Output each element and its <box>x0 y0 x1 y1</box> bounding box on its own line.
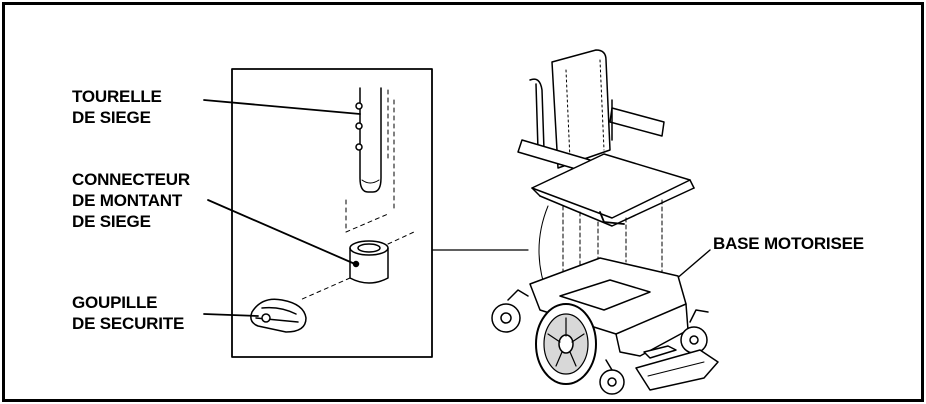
leader-seat-post-connector <box>207 199 356 265</box>
power-base-drawing <box>491 257 719 395</box>
safety-pin-drawing <box>250 298 307 333</box>
leader-seat-turret <box>203 99 361 115</box>
label-line: GOUPILLE <box>72 293 158 312</box>
label-line: DE SIEGE <box>72 212 151 231</box>
label-line: TOURELLE <box>72 87 162 106</box>
detail-inset-box <box>231 68 433 358</box>
leader-safety-pin <box>203 313 259 317</box>
label-seat-post-connector: CONNECTEUR DE MONTANT DE SIEGE <box>72 169 190 232</box>
label-power-base: BASE MOTORISEE <box>713 233 864 254</box>
label-line: CONNECTEUR <box>72 170 190 189</box>
label-line: DE SECURITE <box>72 314 185 333</box>
label-safety-pin: GOUPILLE DE SECURITE <box>72 292 184 334</box>
label-line: DE SIEGE <box>72 108 151 127</box>
label-seat-turret: TOURELLE DE SIEGE <box>72 86 162 128</box>
seat-assembly-drawing <box>517 49 695 227</box>
label-line: BASE MOTORISEE <box>713 234 864 253</box>
label-line: DE MONTANT <box>72 191 183 210</box>
seat-post-connector-drawing <box>299 231 415 301</box>
seat-turret-drawing <box>345 87 395 233</box>
